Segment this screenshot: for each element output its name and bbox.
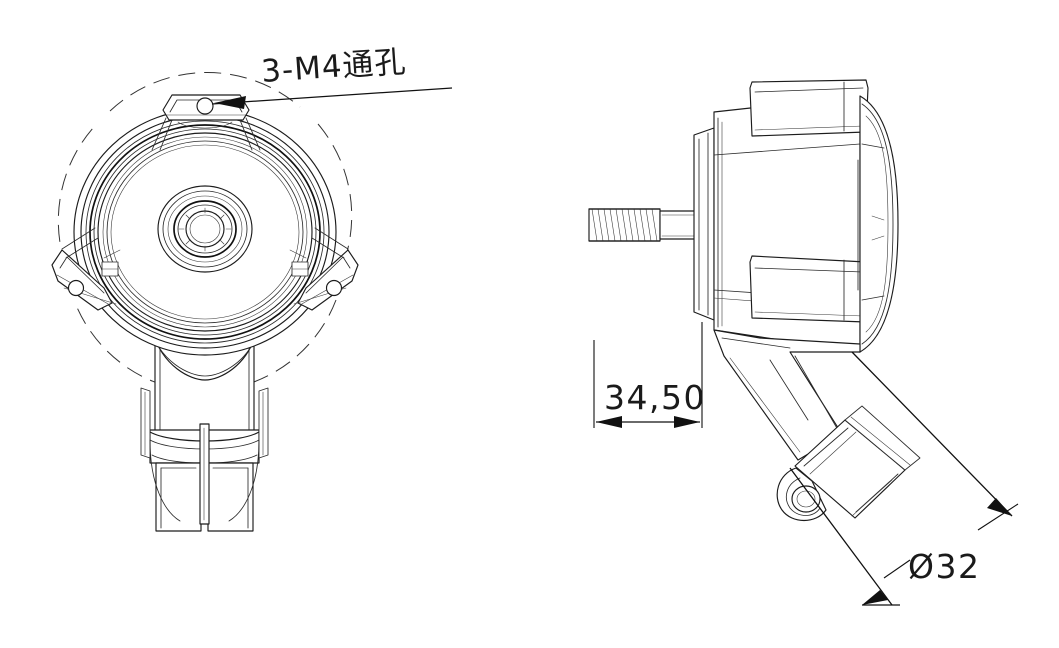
side-view bbox=[588, 79, 921, 522]
mounting-tab-left bbox=[51, 227, 117, 311]
center-hub bbox=[157, 185, 253, 273]
m4-hole-right bbox=[325, 279, 343, 297]
thread-hatching bbox=[591, 208, 658, 242]
connector-body bbox=[140, 325, 269, 532]
m4-hole-top bbox=[196, 97, 214, 115]
length-dimension: 34,50 bbox=[593, 322, 706, 428]
bolt-circle-reference bbox=[57, 72, 353, 387]
top-rib bbox=[749, 79, 869, 137]
length-dimension-text: 34,50 bbox=[604, 378, 706, 417]
face-notches bbox=[101, 249, 309, 277]
outlet-tube bbox=[794, 405, 921, 519]
leader-arrowhead bbox=[214, 96, 246, 109]
m4-hole-left bbox=[67, 279, 85, 297]
rear-end-cap bbox=[857, 95, 899, 353]
dim-arrow-left bbox=[596, 416, 622, 428]
diameter-dimension-text: Ø32 bbox=[908, 547, 980, 586]
front-flange bbox=[693, 127, 715, 321]
mounting-tab-right bbox=[293, 227, 359, 311]
mounting-eyelet bbox=[776, 467, 827, 522]
eyelet-hole bbox=[791, 485, 821, 513]
front-view bbox=[51, 72, 359, 532]
dim-arrow-right bbox=[674, 416, 700, 428]
bottom-rib bbox=[749, 255, 869, 323]
dia-arrow-lower bbox=[862, 590, 888, 605]
outlet-elbow bbox=[713, 329, 861, 461]
diameter-dimension: Ø32 bbox=[789, 351, 1019, 606]
threaded-shaft bbox=[588, 208, 701, 242]
